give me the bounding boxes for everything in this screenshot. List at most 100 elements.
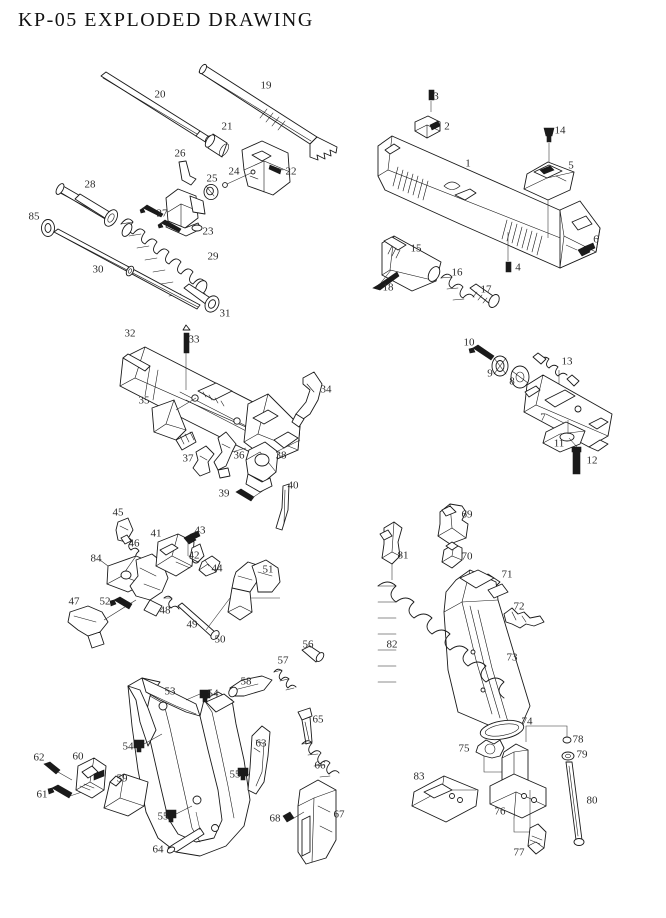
part-85-washer <box>41 219 55 237</box>
page-title: KP-05 EXPLODED DRAWING <box>18 9 314 31</box>
part-70-valve-block <box>441 541 463 569</box>
part-callout-53: 53 <box>164 685 176 698</box>
part-82-mag-spring <box>377 581 505 699</box>
part-callout-10: 10 <box>463 336 475 349</box>
part-56-plunger <box>301 645 325 663</box>
part-57-spring <box>273 668 297 691</box>
part-callout-57: 57 <box>277 654 289 667</box>
part-20-inner-barrel <box>100 71 214 145</box>
part-44-block <box>198 555 221 577</box>
part-callout-84: 84 <box>90 552 102 565</box>
part-callout-66: 66 <box>314 759 326 772</box>
grip-frame-group <box>43 645 340 865</box>
part-callout-32: 32 <box>124 327 136 340</box>
part-callout-8: 8 <box>509 375 515 388</box>
part-17-nozzle <box>469 283 500 308</box>
part-callout-49: 49 <box>186 618 198 631</box>
trigger-group <box>67 517 281 649</box>
part-36-sear <box>213 431 247 479</box>
part-callout-5: 5 <box>568 159 574 172</box>
part-61-screw <box>47 784 83 799</box>
part-callout-31: 31 <box>219 307 231 320</box>
part-19-outer-barrel <box>198 63 338 161</box>
frame-group <box>119 324 323 531</box>
part-callout-74: 74 <box>521 715 533 728</box>
part-21-sleeve <box>204 133 229 158</box>
part-callout-33: 33 <box>188 333 200 346</box>
part-callout-38: 38 <box>275 449 287 462</box>
part-callout-65: 65 <box>312 713 324 726</box>
part-callout-39: 39 <box>218 487 230 500</box>
magazine-group <box>377 503 585 855</box>
part-8-gear <box>510 365 530 389</box>
part-66-spring <box>301 740 340 778</box>
part-callout-60: 60 <box>72 750 84 763</box>
part-55-screw-b <box>165 805 193 823</box>
part-callout-22: 22 <box>285 165 297 178</box>
part-callout-42: 42 <box>188 549 200 562</box>
part-69-mag-lip <box>437 503 469 545</box>
part-callout-80: 80 <box>586 794 598 807</box>
part-callout-27: 27 <box>156 207 168 220</box>
part-77-fill-valve <box>527 823 547 855</box>
part-callout-55b: 55 <box>157 810 169 823</box>
part-23-chamber-base <box>165 188 206 237</box>
part-callout-24: 24 <box>228 165 240 178</box>
part-40-strut <box>275 483 290 531</box>
part-callout-75: 75 <box>458 742 470 755</box>
part-79-washer <box>561 751 575 761</box>
part-callout-67: 67 <box>333 808 345 821</box>
part-48-spring <box>163 595 180 610</box>
part-81-follower <box>379 521 403 580</box>
part-callout-11: 11 <box>553 437 565 450</box>
part-14-screw <box>543 127 555 166</box>
part-callout-6: 6 <box>593 233 599 246</box>
part-7-hopup-body <box>523 374 613 452</box>
part-53-grip-frame <box>127 677 251 857</box>
part-callout-19: 19 <box>260 79 272 92</box>
part-callout-82: 82 <box>386 638 398 651</box>
part-callout-52: 52 <box>99 595 111 608</box>
slide-group <box>372 89 601 308</box>
part-3-pin <box>428 89 435 112</box>
part-callout-73: 73 <box>506 651 518 664</box>
part-callout-63: 63 <box>255 737 267 750</box>
part-32-frame <box>119 346 301 463</box>
part-callout-37: 37 <box>182 452 194 465</box>
part-58-lever <box>228 675 273 698</box>
part-callout-20: 20 <box>154 88 166 101</box>
part-25-nut <box>203 183 219 201</box>
part-callout-68: 68 <box>269 812 281 825</box>
part-42-tab <box>189 543 205 563</box>
part-52-screw <box>109 596 133 610</box>
part-60-mag-catch <box>75 757 107 799</box>
part-callout-9: 9 <box>487 367 493 380</box>
part-callout-76: 76 <box>494 805 506 818</box>
part-callout-28: 28 <box>84 178 96 191</box>
part-callout-13: 13 <box>561 355 573 368</box>
part-64-pin <box>166 811 205 854</box>
part-54-screw-b <box>133 733 163 753</box>
part-83-base-plate <box>411 775 479 823</box>
part-callout-43: 43 <box>194 524 206 537</box>
part-callout-23: 23 <box>202 225 214 238</box>
part-callout-71: 71 <box>501 568 513 581</box>
hop-up-group <box>468 344 613 475</box>
part-callout-3: 3 <box>433 90 439 103</box>
part-callout-69: 69 <box>461 508 473 521</box>
part-callout-35: 35 <box>138 394 150 407</box>
part-callout-7: 7 <box>540 411 546 424</box>
part-callout-55: 55 <box>229 768 241 781</box>
part-63-grip-panel <box>247 725 271 795</box>
part-47-safety <box>67 599 137 649</box>
part-22-chamber-block <box>241 140 291 196</box>
part-43-screw <box>183 530 201 556</box>
part-26-lever <box>178 160 197 186</box>
part-callout-45: 45 <box>112 506 124 519</box>
part-9-wheel <box>491 355 509 377</box>
part-74-oring <box>479 719 525 741</box>
part-callout-58: 58 <box>240 675 252 688</box>
part-73-magazine <box>443 569 531 731</box>
